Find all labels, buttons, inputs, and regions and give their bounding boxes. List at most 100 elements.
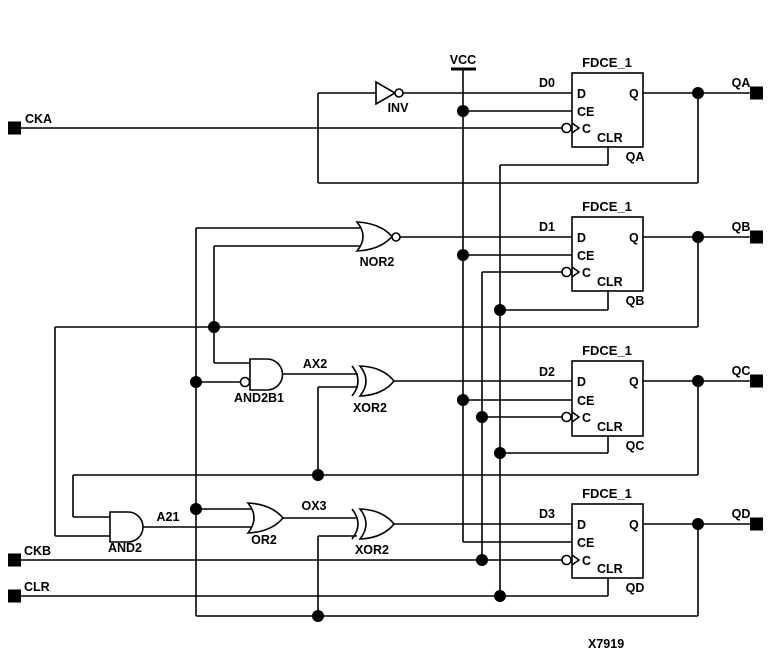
net-label-d3: D3 bbox=[539, 507, 555, 521]
flipflop-fdce-1: FDCE_1 D CE C CLR Q QA bbox=[561, 55, 645, 164]
junction-dot bbox=[457, 105, 469, 117]
qa-terminal-square bbox=[750, 86, 763, 100]
qb-terminal-square bbox=[750, 230, 763, 244]
cka-label: CKA bbox=[25, 112, 52, 126]
flipflop-fdce-2: FDCE_1 D CE C CLR Q QB bbox=[561, 199, 645, 308]
fdce1-box bbox=[571, 72, 644, 148]
flipflop-fdce-3: FDCE_1 D CE C CLR Q QC bbox=[561, 343, 645, 453]
junction-dot bbox=[208, 321, 220, 333]
fdce2-clock-wedge bbox=[571, 266, 581, 278]
wires bbox=[21, 69, 750, 617]
junction-dot bbox=[494, 447, 506, 459]
fdce4-port-ce: CE bbox=[577, 536, 594, 550]
gate-and2: AND2 bbox=[108, 511, 144, 555]
fdce4-port-c: C bbox=[582, 554, 591, 568]
fdce2-title: FDCE_1 bbox=[582, 199, 632, 214]
qc-terminal-square bbox=[750, 374, 763, 388]
junction-dot bbox=[190, 503, 202, 515]
gate-nor2: NOR2 bbox=[355, 221, 401, 269]
junction-dot bbox=[692, 231, 704, 243]
ckb-label: CKB bbox=[24, 544, 51, 558]
flipflop-fdce-4: FDCE_1 D CE C CLR Q QD bbox=[561, 486, 645, 595]
vcc-label: VCC bbox=[450, 53, 476, 67]
fdce4-box bbox=[571, 503, 644, 579]
junction-dot bbox=[692, 87, 704, 99]
fdce2-box bbox=[571, 216, 644, 292]
inv-bubble bbox=[394, 88, 404, 98]
gate-xor2-lower: XOR2 bbox=[351, 508, 396, 557]
or2-label: OR2 bbox=[251, 533, 277, 547]
net-label-d1: D1 bbox=[539, 220, 555, 234]
junction-dot bbox=[312, 469, 324, 481]
xor2a-label: XOR2 bbox=[353, 401, 387, 415]
fdce3-clock-wedge bbox=[571, 411, 581, 423]
inv-label: INV bbox=[388, 101, 410, 115]
fdce4-clock-bubble bbox=[561, 554, 572, 566]
net-label-d2: D2 bbox=[539, 365, 555, 379]
fdce4-port-q: Q bbox=[629, 518, 639, 532]
fdce3-output-net-label: QC bbox=[626, 439, 645, 453]
gate-or2: OR2 bbox=[246, 502, 285, 547]
clr-label: CLR bbox=[24, 580, 50, 594]
output-terminal-qa: QA bbox=[732, 76, 763, 100]
fdce2-clock-bubble bbox=[561, 266, 572, 278]
fdce2-port-ce: CE bbox=[577, 249, 594, 263]
fdce1-title: FDCE_1 bbox=[582, 55, 632, 70]
fdce1-clock-bubble bbox=[561, 122, 572, 134]
gate-xor2-upper: XOR2 bbox=[351, 365, 396, 415]
junction-dot bbox=[190, 376, 202, 388]
fdce3-box bbox=[571, 360, 644, 437]
fdce4-output-net-label: QD bbox=[626, 581, 645, 595]
junction-dot bbox=[457, 394, 469, 406]
fdce2-output-net-label: QB bbox=[626, 294, 645, 308]
junction-dot bbox=[312, 610, 324, 622]
net-label-d0: D0 bbox=[539, 76, 555, 90]
nor2-bubble bbox=[391, 232, 401, 242]
nor2-body bbox=[355, 221, 394, 252]
qa-label: QA bbox=[732, 76, 751, 90]
fdce4-port-clr: CLR bbox=[597, 562, 623, 576]
or2-body bbox=[246, 502, 285, 534]
and2-body bbox=[109, 511, 144, 543]
ckb-terminal-square bbox=[8, 553, 21, 567]
xor2b-label: XOR2 bbox=[355, 543, 389, 557]
fdce4-title: FDCE_1 bbox=[582, 486, 632, 501]
junction-dot bbox=[692, 518, 704, 530]
junction-dot bbox=[692, 375, 704, 387]
fdce1-port-c: C bbox=[582, 122, 591, 136]
fdce1-output-net-label: QA bbox=[626, 150, 645, 164]
input-terminal-cka: CKA bbox=[8, 112, 52, 135]
fdce3-clock-bubble bbox=[561, 411, 572, 423]
fdce3-port-d: D bbox=[577, 375, 586, 389]
fdce1-port-clr: CLR bbox=[597, 131, 623, 145]
and2b1-label: AND2B1 bbox=[234, 391, 284, 405]
clr-terminal-square bbox=[8, 589, 21, 603]
and2-label: AND2 bbox=[108, 541, 142, 555]
xor2a-back-arc bbox=[351, 365, 359, 397]
net-label-ox3: OX3 bbox=[301, 499, 326, 513]
figure-number: X7919 bbox=[588, 637, 624, 651]
output-terminal-qb: QB bbox=[732, 220, 763, 244]
junction-dot bbox=[494, 590, 506, 602]
net-label-ax2: AX2 bbox=[303, 357, 327, 371]
input-terminal-clr: CLR bbox=[8, 580, 50, 603]
inv-triangle bbox=[375, 80, 397, 106]
and2b1-body bbox=[249, 358, 284, 391]
fdce2-port-d: D bbox=[577, 231, 586, 245]
qc-label: QC bbox=[732, 364, 751, 378]
qd-terminal-square bbox=[750, 517, 763, 531]
vcc-symbol: VCC bbox=[450, 53, 476, 71]
net-label-a21: A21 bbox=[157, 510, 180, 524]
and2b1-input-bubble bbox=[239, 376, 251, 388]
fdce1-port-q: Q bbox=[629, 87, 639, 101]
fdce3-title: FDCE_1 bbox=[582, 343, 632, 358]
fdce2-port-c: C bbox=[582, 266, 591, 280]
output-terminal-qd: QD bbox=[732, 507, 763, 531]
fdce1-port-d: D bbox=[577, 87, 586, 101]
qd-label: QD bbox=[732, 507, 751, 521]
junction-dot bbox=[494, 304, 506, 316]
xor2a-body bbox=[358, 365, 396, 397]
gate-and2b1: AND2B1 bbox=[234, 358, 284, 405]
fdce3-port-q: Q bbox=[629, 375, 639, 389]
